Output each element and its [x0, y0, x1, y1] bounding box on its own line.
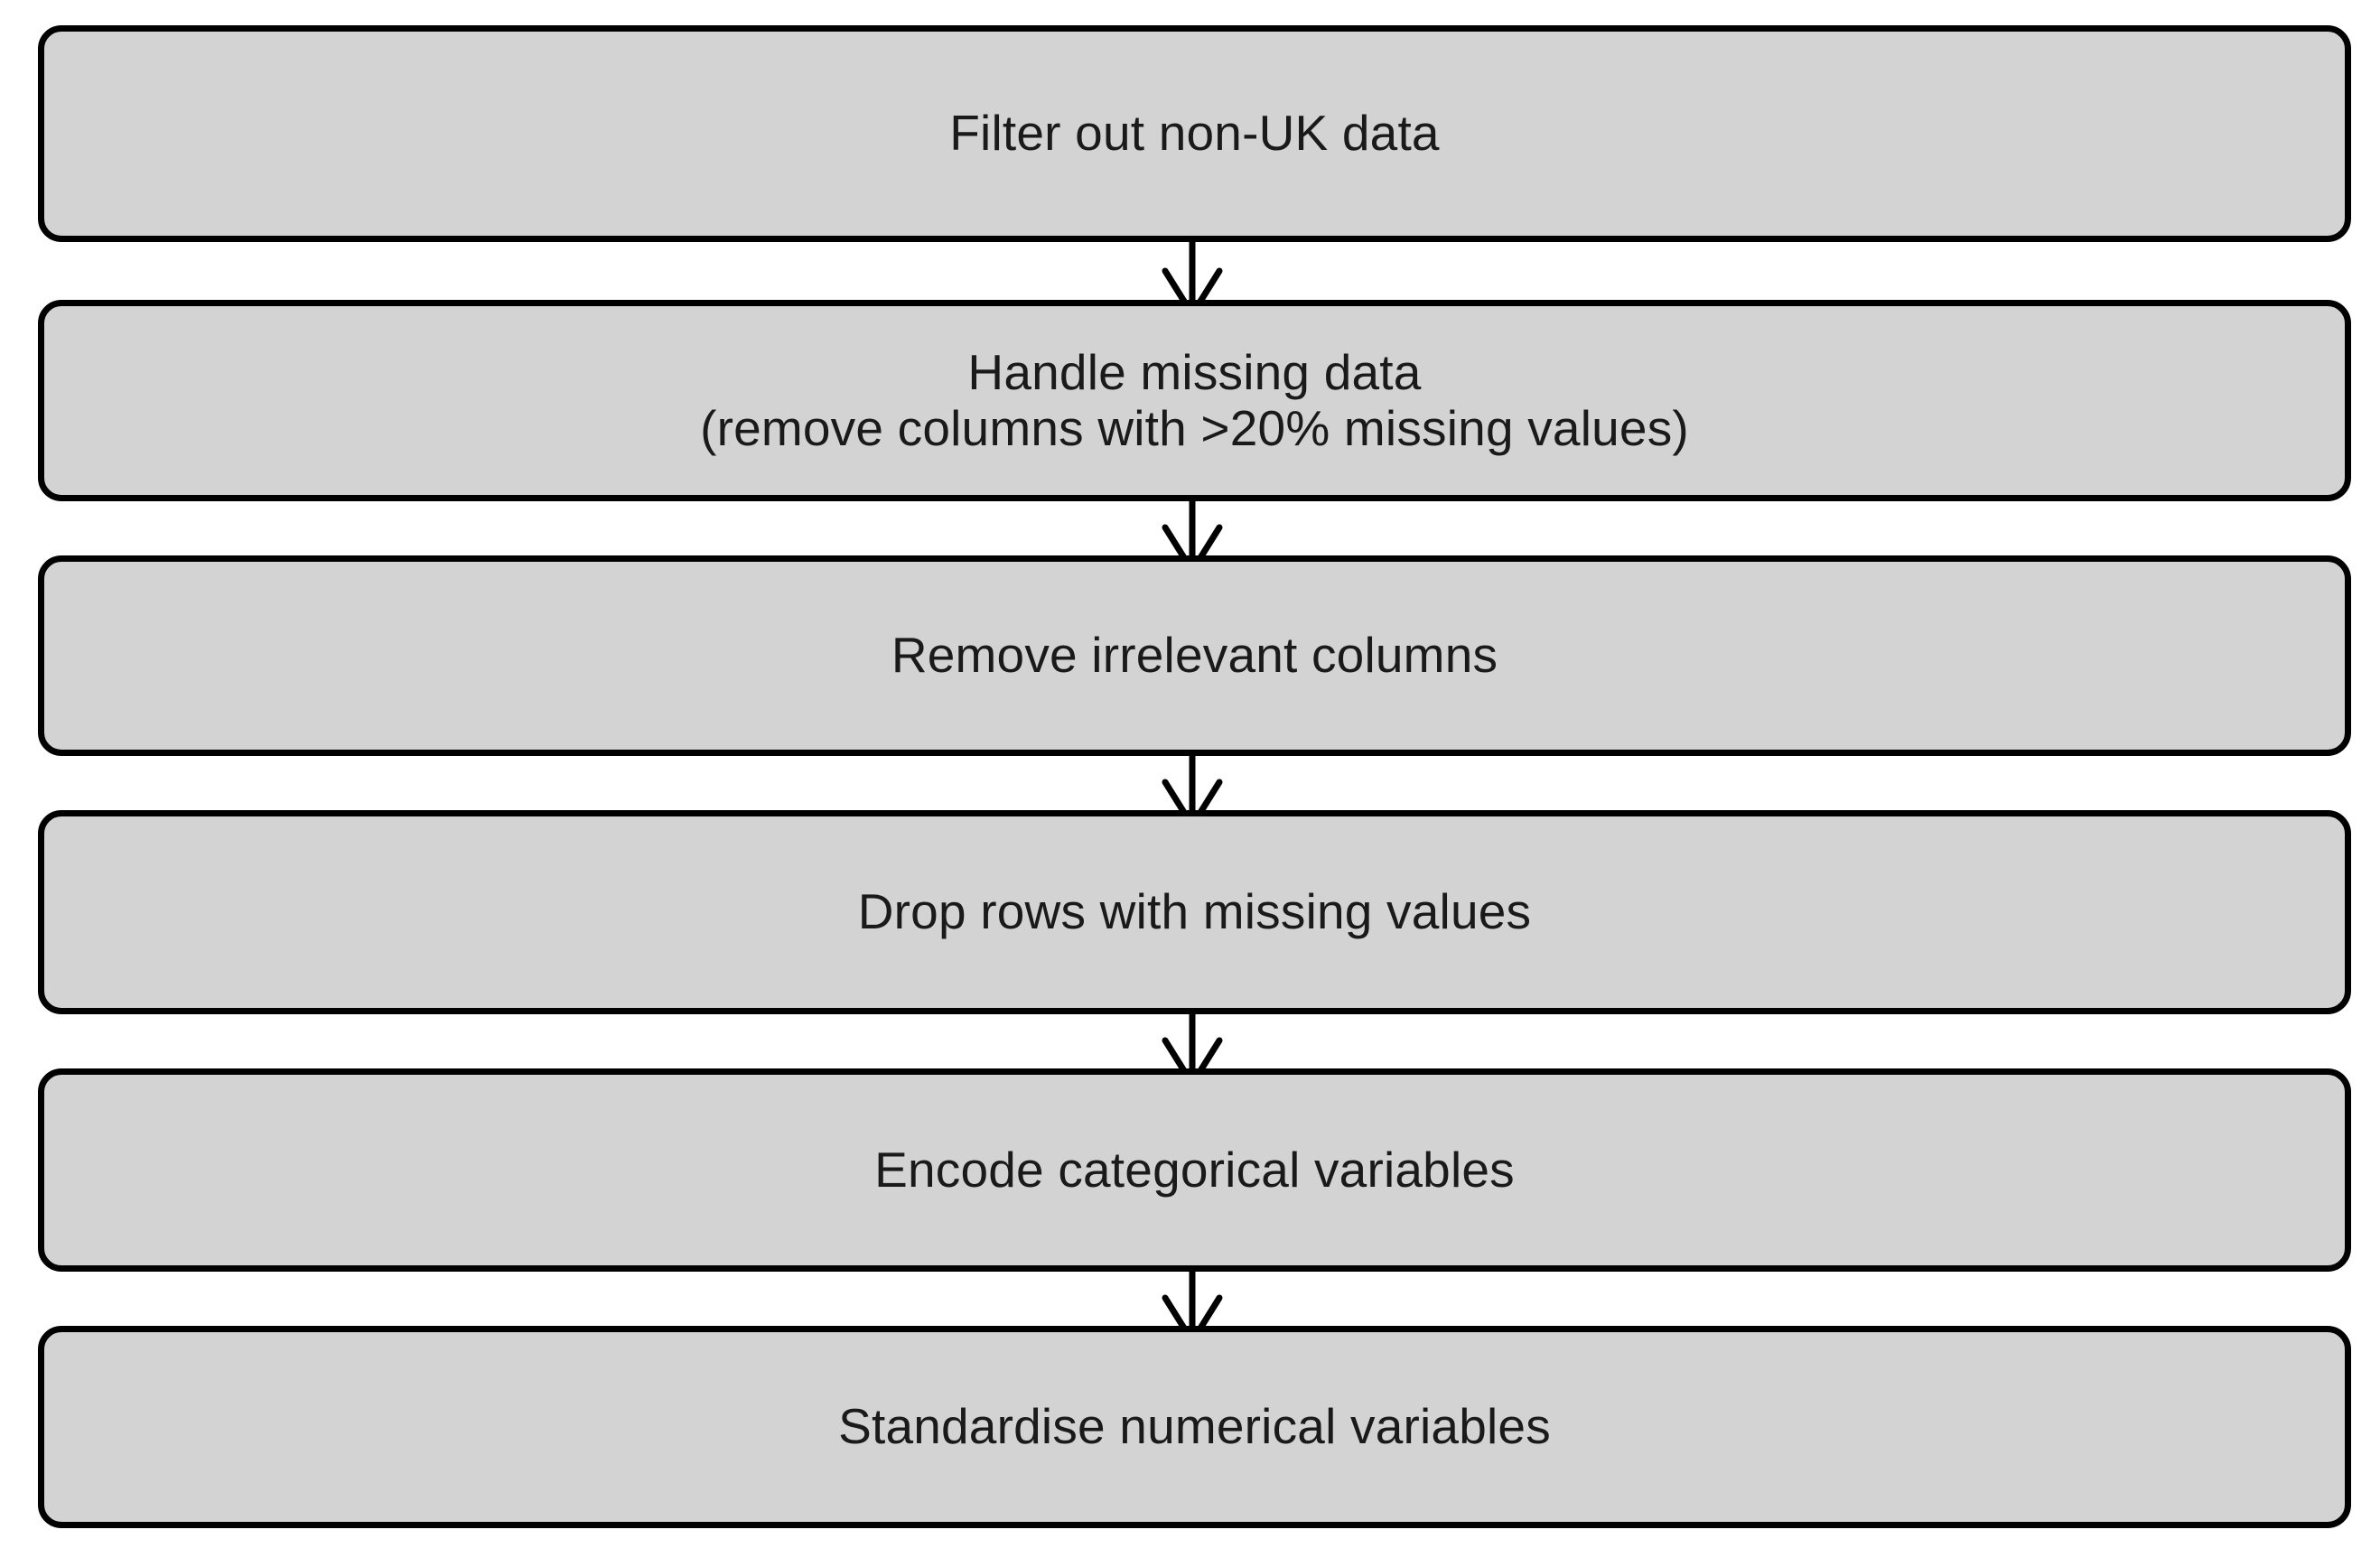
node-handle-missing-data[interactable]: Handle missing data (remove columns with…: [38, 300, 2351, 501]
node-standardise-numerical-variables[interactable]: Standardise numerical variables: [38, 1326, 2351, 1528]
node-label: Drop rows with missing values: [857, 883, 1532, 940]
node-label: Filter out non-UK data: [949, 105, 1440, 162]
node-remove-irrelevant-columns[interactable]: Remove irrelevant columns: [38, 555, 2351, 756]
node-label: Handle missing data (remove columns with…: [700, 343, 1689, 456]
node-encode-categorical-variables[interactable]: Encode categorical variables: [38, 1068, 2351, 1272]
node-label: Encode categorical variables: [874, 1141, 1515, 1198]
node-filter-out-non-uk-data[interactable]: Filter out non-UK data: [38, 25, 2351, 242]
node-label: Standardise numerical variables: [838, 1398, 1551, 1455]
node-label: Remove irrelevant columns: [891, 627, 1498, 684]
node-drop-rows-with-missing-values[interactable]: Drop rows with missing values: [38, 810, 2351, 1014]
